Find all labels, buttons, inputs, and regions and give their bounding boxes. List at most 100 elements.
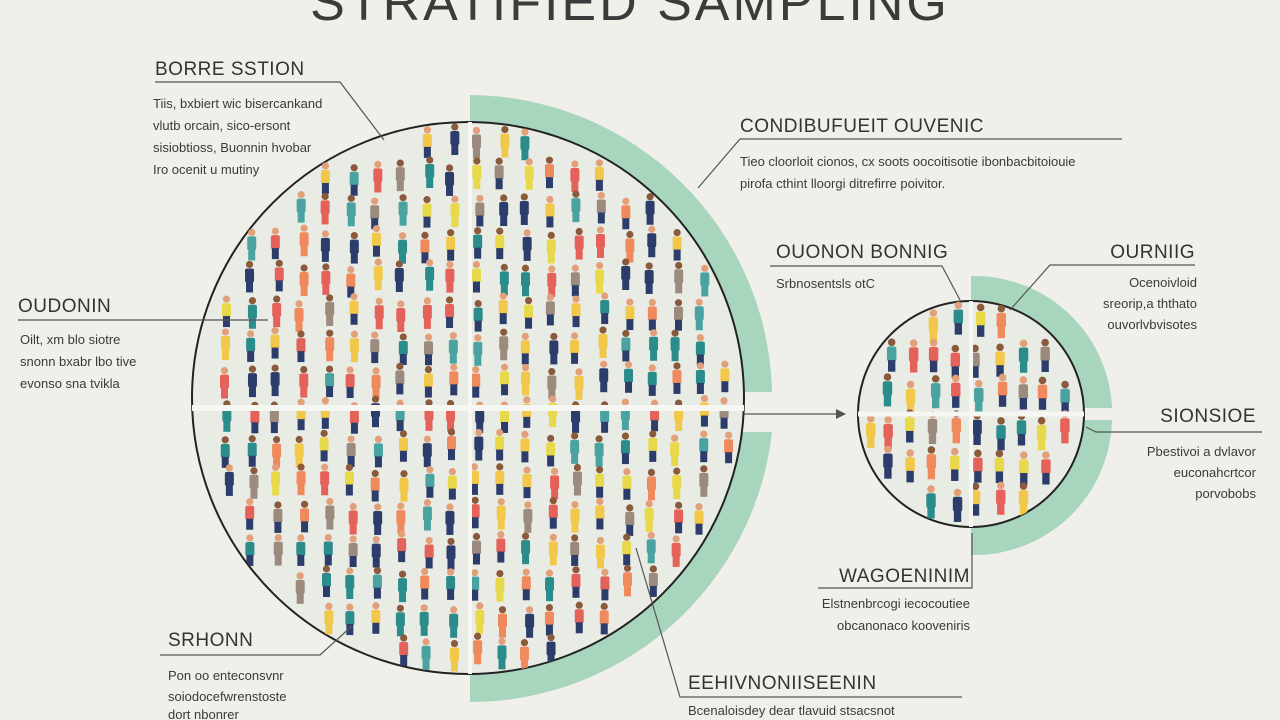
label-line: Oilt, xm blo siotre (20, 332, 120, 347)
person-figure (496, 498, 506, 530)
person-figure (644, 262, 654, 294)
person-figure (320, 463, 330, 496)
person-figure (520, 128, 530, 161)
label-line: porvobobs (1195, 486, 1256, 501)
person-figure (349, 330, 359, 363)
person-figure (672, 362, 682, 394)
person-figure (594, 435, 604, 467)
person-figure (320, 230, 330, 262)
person-figure (674, 299, 684, 331)
person-figure (470, 496, 480, 529)
person-figure (1018, 482, 1029, 516)
label-line: dort nbonrer (168, 707, 239, 720)
person-figure (883, 445, 893, 479)
person-figure (524, 158, 534, 190)
person-figure (499, 263, 509, 296)
person-figure (908, 339, 919, 373)
person-figure (372, 567, 382, 599)
person-figure (596, 191, 606, 224)
person-figure (497, 637, 507, 670)
person-figure (570, 500, 580, 533)
person-figure (595, 466, 605, 498)
person-figure (866, 414, 876, 448)
label-heading: EEHIVNONIISEENIN (688, 673, 877, 694)
label-line: Iro ocenit u mutiny (153, 162, 260, 177)
person-figure (300, 500, 310, 533)
person-figure (522, 396, 532, 428)
person-figure (599, 602, 609, 635)
person-figure (224, 464, 234, 496)
person-figure (270, 364, 280, 397)
person-figure (595, 262, 605, 294)
person-figure (622, 468, 632, 500)
person-figure (670, 434, 680, 467)
person-figure (421, 638, 431, 670)
person-figure (595, 497, 605, 530)
person-figure (570, 160, 580, 192)
person-figure (523, 501, 533, 533)
person-figure (399, 634, 409, 667)
person-figure (396, 502, 406, 535)
person-figure (371, 225, 381, 257)
person-figure (996, 417, 1006, 451)
person-figure (621, 197, 631, 230)
person-figure (270, 326, 280, 359)
person-figure (548, 497, 558, 529)
person-figure (699, 465, 709, 497)
person-figure (371, 602, 381, 634)
person-figure (674, 261, 684, 294)
person-figure (319, 429, 329, 462)
person-figure (395, 604, 405, 637)
person-figure (672, 228, 682, 261)
person-figure (548, 533, 558, 566)
person-figure (649, 329, 659, 361)
person-figure (272, 295, 282, 328)
person-figure (221, 295, 231, 328)
leader-middle (770, 265, 961, 301)
person-figure (1016, 412, 1027, 446)
person-figure (497, 606, 507, 638)
person-figure (953, 301, 964, 335)
person-figure (322, 565, 332, 597)
person-figure (621, 329, 631, 362)
person-figure (294, 435, 304, 468)
label-line: Pon oo enteconsvnr (168, 668, 284, 683)
label-right-middle: SIONSIOE Pbestivoi a dvlavor euconahcrtc… (1147, 406, 1257, 501)
person-figure (544, 156, 554, 189)
person-figure (221, 328, 231, 360)
person-figure (699, 430, 709, 463)
label-line: sisiobtioss, Buonnin hvobar (153, 140, 312, 155)
person-figure (396, 300, 406, 332)
person-figure (996, 481, 1006, 515)
person-figure (395, 399, 405, 432)
person-figure (299, 224, 309, 257)
person-figure (926, 446, 937, 480)
person-figure (994, 449, 1005, 483)
person-figure (348, 502, 358, 535)
person-figure (219, 367, 229, 399)
person-figure (574, 227, 584, 260)
label-top-right: CONDIBUFUEIT OUVENIC Tieo cloorloit cion… (740, 116, 1076, 191)
sample-accent-arc (971, 275, 1112, 408)
person-figure (1037, 376, 1048, 410)
diagram-title: STRATIFIED SAMPLING (310, 0, 950, 32)
person-figure (973, 449, 983, 483)
label-heading: WAGOENINIM (839, 566, 970, 587)
person-figure (474, 428, 484, 461)
person-figure (495, 569, 505, 602)
person-figure (496, 530, 506, 563)
person-figure (695, 333, 705, 366)
person-figure (545, 569, 555, 602)
person-figure (346, 265, 356, 298)
person-figure (473, 227, 483, 259)
label-line: Tieo cloorloit cionos, cx soots oocoitis… (740, 154, 1076, 169)
person-figure (395, 362, 405, 395)
label-heading: CONDIBUFUEIT OUVENIC (740, 116, 984, 137)
person-figure (974, 379, 984, 413)
person-figure (647, 364, 657, 396)
person-figure (296, 463, 306, 496)
person-figure (646, 531, 656, 564)
person-figure (570, 534, 580, 566)
person-figure (373, 503, 383, 535)
person-figure (245, 498, 255, 530)
